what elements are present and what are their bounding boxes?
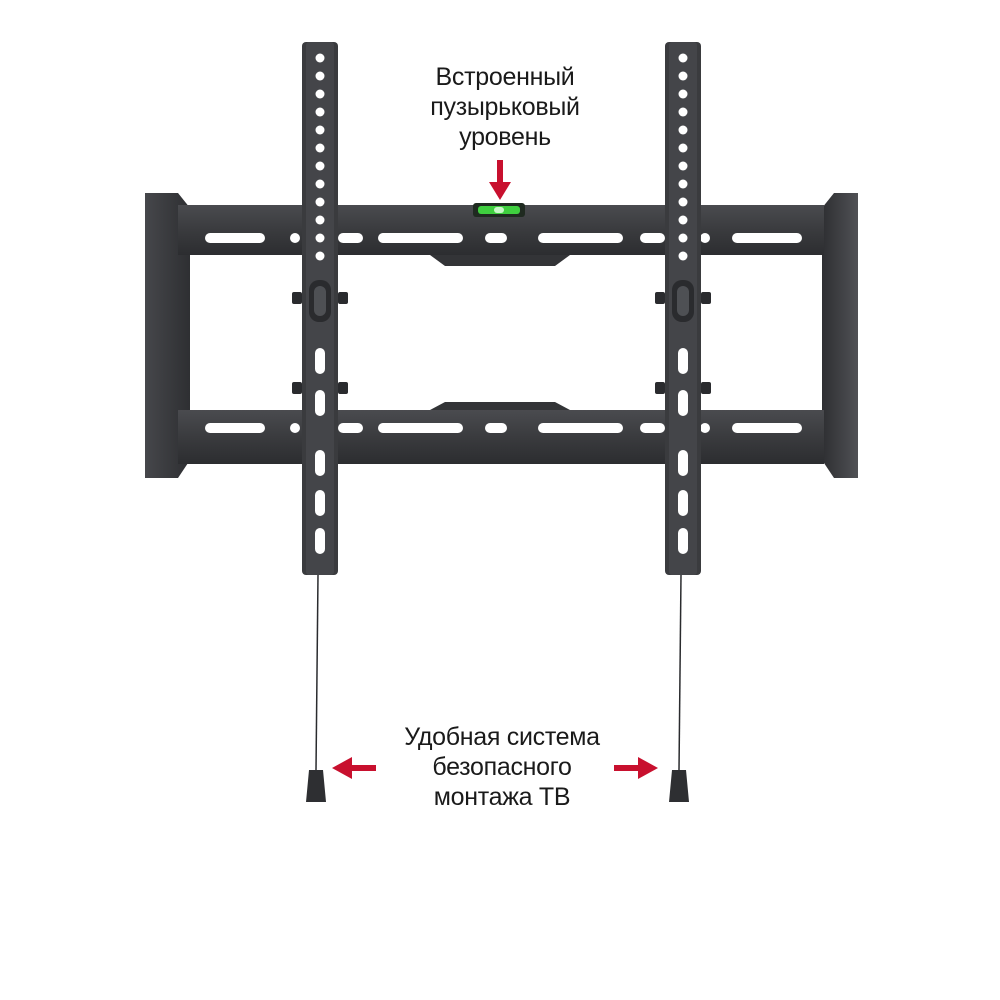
bubble-level-caption: Встроенный пузырьковый уровень: [380, 62, 630, 152]
left-vertical-bracket: [292, 42, 348, 802]
caption-line: безопасного: [432, 753, 572, 781]
caption-line: Встроенный: [435, 63, 575, 91]
caption-line: уровень: [459, 123, 551, 151]
right-end-cap: [822, 193, 858, 478]
arrow-down-icon: [489, 160, 511, 200]
bubble-level-icon: [473, 203, 525, 217]
arrow-left-icon: [332, 757, 376, 779]
wall-plate: [145, 193, 858, 478]
left-end-cap: [145, 193, 190, 478]
bottom-rail: [178, 410, 824, 464]
top-rail-slots: [205, 233, 802, 243]
bottom-rail-slots: [205, 423, 802, 433]
left-pull-tab: [306, 770, 326, 802]
right-pull-tab: [669, 770, 689, 802]
safety-system-caption: Удобная система безопасного монтажа ТВ: [372, 722, 632, 812]
caption-line: монтажа ТВ: [433, 783, 571, 811]
right-vertical-bracket: [655, 42, 711, 802]
caption-line: Удобная система: [404, 723, 600, 751]
arrow-right-icon: [614, 757, 658, 779]
caption-line: пузырьковый: [430, 93, 580, 121]
